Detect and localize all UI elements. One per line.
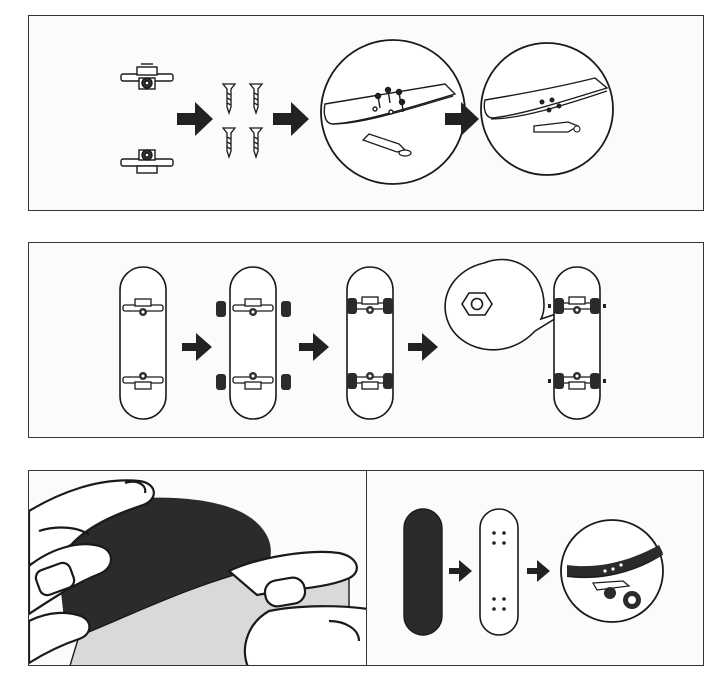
arrow-right-icon [445, 102, 479, 136]
right-hand-icon [226, 550, 367, 665]
arrow-right-icon [273, 102, 309, 136]
step1-panel [28, 15, 704, 211]
arrow-right-icon [299, 333, 329, 361]
step2-panel [28, 242, 704, 438]
nut-callout-icon [444, 258, 572, 351]
finish-panel [366, 470, 704, 666]
drilled-deck-icon [479, 508, 519, 636]
grip-deck-icon [403, 508, 443, 636]
deck-icon [346, 266, 394, 420]
arrow-right-icon [408, 333, 438, 361]
deck-icon [119, 266, 167, 420]
arrow-right-icon [177, 102, 213, 136]
finished-board-icon [560, 519, 664, 623]
arrow-right-icon [449, 560, 472, 582]
grip-tape-panel [28, 470, 367, 666]
truck-icon [120, 149, 174, 174]
arrow-right-icon [182, 333, 212, 361]
left-hand-icon [29, 479, 155, 665]
screws-icon [221, 83, 264, 160]
deck-closeup-icon [320, 39, 466, 185]
deck-assembled-icon [480, 42, 614, 176]
deck-icon [216, 266, 291, 420]
arrow-right-icon [527, 560, 550, 582]
deck-icon [548, 266, 606, 420]
truck-icon [120, 63, 174, 90]
